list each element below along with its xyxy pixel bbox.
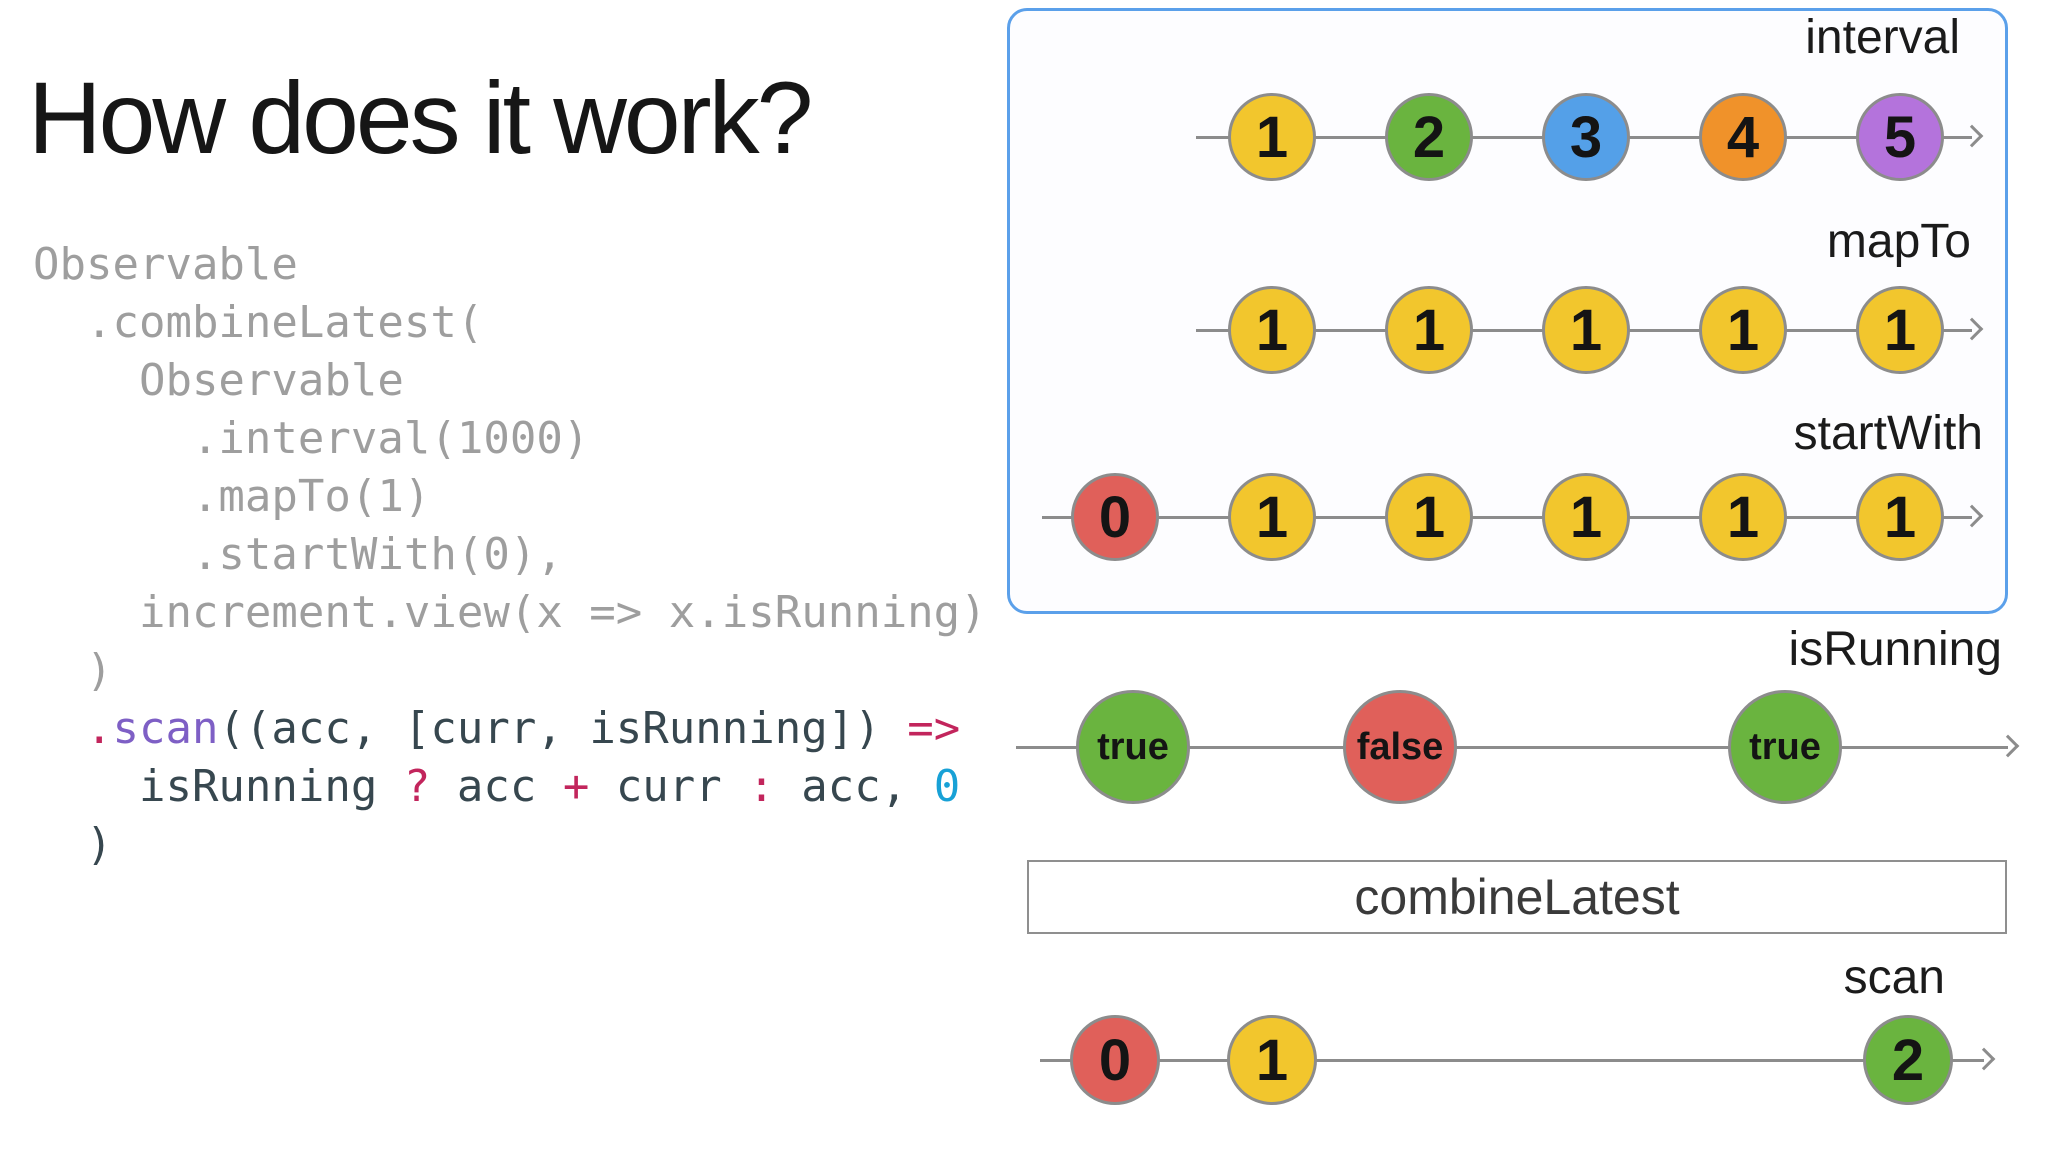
marble-mapTo-1: 1 [1542, 286, 1630, 374]
code-token: acc [430, 761, 563, 812]
marble-scan-0: 0 [1070, 1015, 1160, 1105]
code-token: => [907, 703, 961, 754]
marble-mapTo-1: 1 [1228, 286, 1316, 374]
code-line: .mapTo(1) [33, 468, 987, 526]
code-token: ? [403, 761, 431, 812]
marble-isRunning-true: true [1076, 690, 1190, 804]
timeline-startWith [1042, 515, 1972, 519]
row-label-mapTo: mapTo [1826, 215, 1971, 268]
marble-scan-1: 1 [1227, 1015, 1317, 1105]
code-line: .interval(1000) [33, 410, 987, 468]
marble-isRunning-false: false [1343, 690, 1457, 804]
code-token: acc, [774, 761, 934, 812]
marble-interval-3: 3 [1542, 93, 1630, 181]
code-line: Observable [33, 236, 987, 294]
code-line: ) [33, 642, 987, 700]
marble-interval-4: 4 [1699, 93, 1787, 181]
code-line: increment.view(x => x.isRunning) [33, 584, 987, 642]
code-token: curr [589, 761, 749, 812]
marble-mapTo-1: 1 [1385, 286, 1473, 374]
arrowhead-icon-isRunning [1996, 734, 2020, 757]
code-line: .startWith(0), [33, 526, 987, 584]
code-line: Observable [33, 352, 987, 410]
marble-startWith-1: 1 [1856, 473, 1944, 561]
row-label-scan: scan [1843, 951, 1945, 1004]
code-line: .combineLatest( [33, 294, 987, 352]
code-token: : [748, 761, 775, 812]
code-token: ((acc, [curr, isRunning]) [218, 703, 908, 754]
code-line: ) [33, 816, 987, 874]
combinelatest-operator-label: combineLatest [1354, 869, 1680, 925]
code-token: 0 [933, 761, 961, 812]
marble-startWith-1: 1 [1228, 473, 1316, 561]
code-token: ) [33, 819, 113, 870]
marble-mapTo-1: 1 [1699, 286, 1787, 374]
code-token: .startWith(0), [33, 529, 563, 580]
marble-mapTo-1: 1 [1856, 286, 1944, 374]
code-token: . [85, 703, 113, 754]
code-token: ) [33, 645, 113, 696]
marble-interval-5: 5 [1856, 93, 1944, 181]
code-token: isRunning [33, 761, 404, 812]
marble-startWith-1: 1 [1542, 473, 1630, 561]
code-token: .combineLatest( [33, 297, 484, 348]
combinelatest-operator-box: combineLatest [1027, 860, 2007, 934]
code-token: Observable [33, 239, 298, 290]
timeline-isRunning [1016, 745, 2008, 749]
code-token: .interval(1000) [33, 413, 590, 464]
row-label-isRunning: isRunning [1788, 623, 2002, 676]
code-token: + [562, 761, 590, 812]
marble-startWith-1: 1 [1385, 473, 1473, 561]
page-title: How does it work? [28, 61, 813, 175]
marble-interval-2: 2 [1385, 93, 1473, 181]
source-streams-group-box [1007, 8, 2008, 614]
marble-startWith-1: 1 [1699, 473, 1787, 561]
marble-interval-1: 1 [1228, 93, 1316, 181]
code-line: .scan((acc, [curr, isRunning]) => [33, 700, 987, 758]
row-label-startWith: startWith [1793, 407, 1983, 460]
marble-scan-2: 2 [1863, 1015, 1953, 1105]
code-token: .mapTo(1) [33, 471, 431, 522]
row-label-interval: interval [1805, 11, 1960, 64]
code-token: scan [112, 703, 219, 754]
timeline-scan [1040, 1058, 1984, 1062]
code-line: isRunning ? acc + curr : acc, 0 [33, 758, 987, 816]
code-block: Observable .combineLatest( Observable .i… [33, 236, 987, 874]
arrowhead-icon-scan [1972, 1047, 1996, 1070]
code-token: increment.view(x => x.isRunning) [33, 587, 987, 638]
marble-isRunning-true: true [1728, 690, 1842, 804]
code-token: Observable [33, 355, 404, 406]
marble-startWith-0: 0 [1071, 473, 1159, 561]
